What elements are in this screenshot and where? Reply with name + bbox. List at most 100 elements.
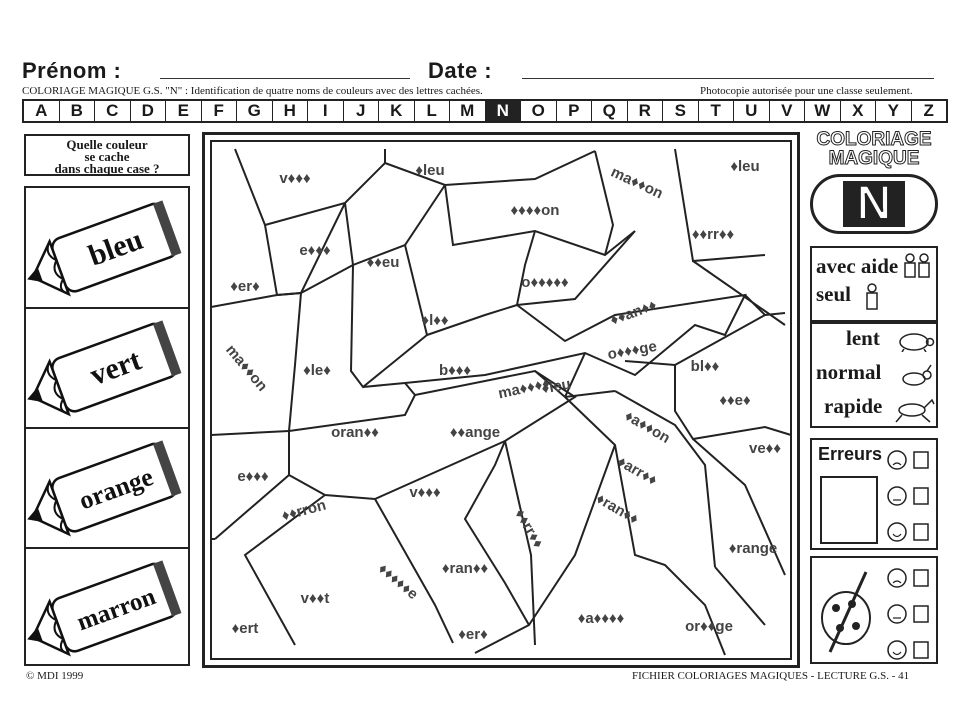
alphabet-letter-u: U	[734, 101, 770, 121]
prenom-label: Prénom :	[22, 58, 122, 83]
alphabet-letter-q: Q	[592, 101, 628, 121]
alphabet-letter-t: T	[699, 101, 734, 121]
question-line-2: se cache	[84, 149, 130, 164]
map-region-label: ♦♦♦♦on	[511, 202, 560, 219]
map-region-label: ♦leu	[730, 158, 759, 175]
alphabet-letter-j: J	[344, 101, 379, 121]
map-region-label: o♦♦♦♦♦	[521, 274, 569, 291]
map-region-label: ♦ran♦♦	[442, 560, 489, 577]
two-people-icon	[904, 253, 930, 278]
date-label: Date :	[428, 58, 493, 83]
alphabet-letter-m: M	[450, 101, 486, 121]
map-region-label: ♦le♦	[303, 362, 331, 379]
speed-slow[interactable]: lent	[846, 326, 880, 350]
alphabet-letter-w: W	[805, 101, 841, 121]
alphabet-letter-h: H	[273, 101, 308, 121]
alphabet-letter-r: R	[628, 101, 663, 121]
rabbit-icon	[902, 364, 932, 386]
question-box: Quelle couleur se cache dans chaque case…	[24, 134, 190, 176]
subtitle-left: COLORIAGE MAGIQUE G.S. "N" : Identificat…	[22, 85, 483, 97]
alphabet-letter-f: F	[202, 101, 237, 121]
map-region-label: ♦♦e♦	[719, 392, 751, 409]
right-title: COLORIAGE MAGIQUE	[808, 129, 940, 169]
speed-normal[interactable]: normal	[816, 360, 882, 384]
map-region-label: e♦♦♦	[299, 242, 331, 259]
crayons-panel: bleu vert orange	[24, 186, 190, 666]
alphabet-letter-d: D	[131, 101, 166, 121]
person-icon	[866, 283, 878, 310]
map-region-label: or♦♦ge	[685, 618, 733, 635]
palette-faces	[887, 568, 929, 660]
aide-box: avec aide seul	[810, 246, 938, 322]
map-region-label: ♦er♦	[230, 278, 260, 295]
map-region-label: v♦♦♦	[409, 484, 441, 501]
turtle-icon	[899, 333, 935, 352]
alphabet-letter-y: Y	[876, 101, 912, 121]
alphabet-letter-n: N	[485, 101, 521, 121]
neutral-face-icon	[887, 604, 907, 624]
footer-right: FICHIER COLORIAGES MAGIQUES - LECTURE G.…	[632, 670, 910, 682]
alphabet-letter-b: B	[60, 101, 95, 121]
date-field[interactable]	[522, 78, 934, 79]
happy-face-icon	[887, 522, 907, 542]
subtitle-right: Photocopie autorisée pour une classe seu…	[700, 85, 913, 97]
sad-face-icon	[887, 450, 907, 470]
map-region-label: ♦leu	[415, 162, 444, 179]
errors-count-box[interactable]	[820, 476, 878, 544]
sad-face-icon	[887, 568, 907, 588]
right-title-line-1: COLORIAGE	[816, 129, 932, 150]
alphabet-letter-l: L	[415, 101, 450, 121]
alphabet-letter-v: V	[770, 101, 805, 121]
crayons-svg: bleu vert orange	[26, 200, 188, 664]
crayon-vert[interactable]: vert	[26, 320, 182, 425]
errors-box: Erreurs	[810, 438, 938, 550]
alphabet-letter-x: X	[841, 101, 876, 121]
alphabet-letter-s: S	[663, 101, 699, 121]
question-line-3: dans chaque case ?	[54, 161, 160, 176]
map-region-label: e♦♦♦	[237, 468, 269, 485]
palette-box	[810, 556, 938, 664]
map-region-label: ♦♦eu	[367, 254, 400, 271]
right-title-line-2: MAGIQUE	[828, 148, 920, 169]
prenom-field[interactable]	[160, 78, 410, 79]
alphabet-letter-a: A	[24, 101, 60, 121]
map-region-label: ♦l♦♦	[421, 312, 448, 329]
aide-option-with[interactable]: avec aide	[816, 254, 899, 278]
map-region-label: ♦range	[729, 540, 778, 557]
alphabet-letter-i: I	[308, 101, 344, 121]
alphabet-letter-g: G	[237, 101, 273, 121]
alphabet-letter-p: P	[557, 101, 592, 121]
alphabet-letter-e: E	[166, 101, 202, 121]
errors-label: Erreurs	[818, 444, 883, 464]
question-line-1: Quelle couleur	[66, 137, 148, 152]
aide-option-alone[interactable]: seul	[816, 282, 852, 306]
map-region-label: ♦a♦♦♦♦	[578, 610, 625, 627]
errors-faces	[887, 450, 929, 542]
speed-fast[interactable]: rapide	[824, 394, 883, 418]
map-region-label: ve♦♦	[749, 440, 781, 457]
horse-icon	[895, 398, 935, 423]
happy-face-icon	[887, 640, 907, 660]
crayon-bleu[interactable]: bleu	[26, 200, 182, 305]
crayon-marron[interactable]: marron	[26, 560, 182, 664]
palette-icon	[821, 571, 871, 653]
alphabet-letter-z: Z	[923, 101, 934, 120]
letter-badge: N	[810, 174, 938, 234]
crayon-orange[interactable]: orange	[26, 440, 182, 545]
footer-copyright: © MDI 1999	[26, 670, 84, 682]
map-region-label: oran♦♦	[331, 424, 379, 441]
alphabet-letter-c: C	[95, 101, 131, 121]
speed-box: lent normal rapide	[810, 322, 938, 428]
alphabet-letter-k: K	[379, 101, 415, 121]
letter-badge-text: N	[842, 179, 906, 229]
map-region-label: b♦♦♦	[439, 362, 471, 379]
map-region-label: ♦er♦	[458, 626, 488, 643]
map-region-label: ♦leu	[540, 376, 572, 398]
map-region-label: ♦♦rr♦♦	[692, 226, 735, 243]
map-region-label: ♦ert	[232, 620, 259, 637]
map-region-label: ♦♦ange	[450, 424, 500, 441]
map-region-label: bl♦♦	[691, 358, 720, 375]
